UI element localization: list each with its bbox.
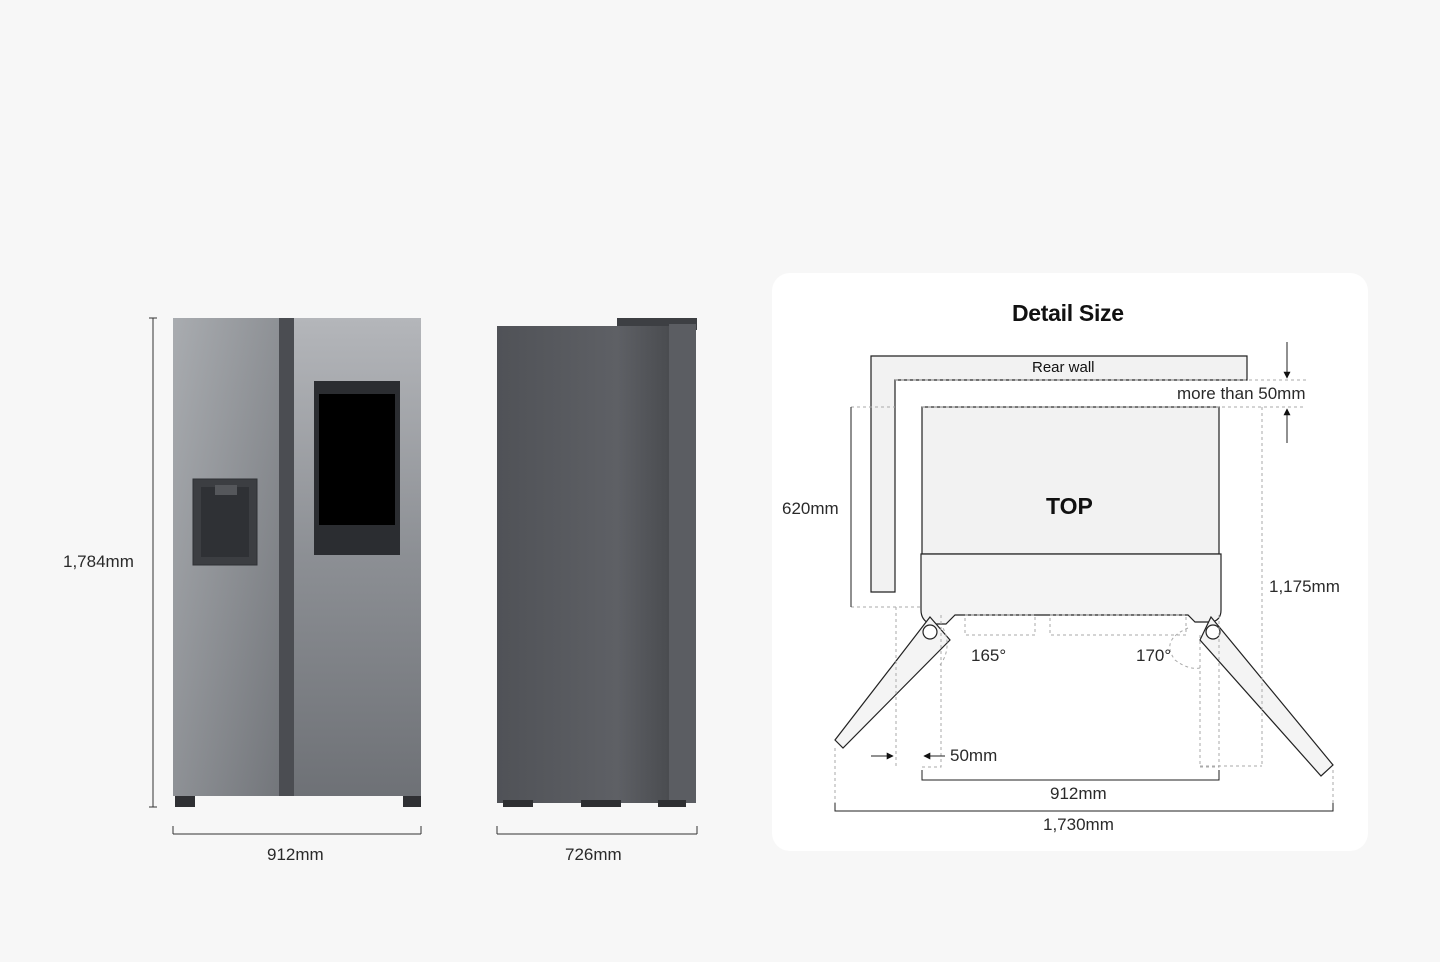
detail-title: Detail Size bbox=[1012, 300, 1124, 326]
depth-1175-label: 1,175mm bbox=[1269, 577, 1340, 596]
front-height-label: 1,784mm bbox=[63, 552, 134, 571]
body-width-label: 912mm bbox=[1050, 784, 1107, 803]
detail-top-view bbox=[834, 355, 1334, 777]
left-door-angle-label: 165° bbox=[971, 646, 1007, 665]
depth-620-label: 620mm bbox=[782, 499, 839, 518]
side-view-fridge bbox=[496, 318, 698, 835]
side-depth-label: 726mm bbox=[565, 845, 622, 864]
top-label: TOP bbox=[1046, 493, 1093, 519]
front-width-label: 912mm bbox=[267, 845, 324, 864]
detail-dimension-lines bbox=[834, 342, 1334, 812]
clearance-label: more than 50mm bbox=[1177, 384, 1306, 403]
side-gap-label: 50mm bbox=[950, 746, 998, 765]
rear-wall-label: Rear wall bbox=[1032, 359, 1095, 376]
total-width-label: 1,730mm bbox=[1043, 815, 1114, 834]
right-door-angle-label: 170° bbox=[1136, 646, 1172, 665]
detail-dashed-guides bbox=[834, 379, 1334, 810]
front-view-fridge bbox=[149, 317, 422, 835]
